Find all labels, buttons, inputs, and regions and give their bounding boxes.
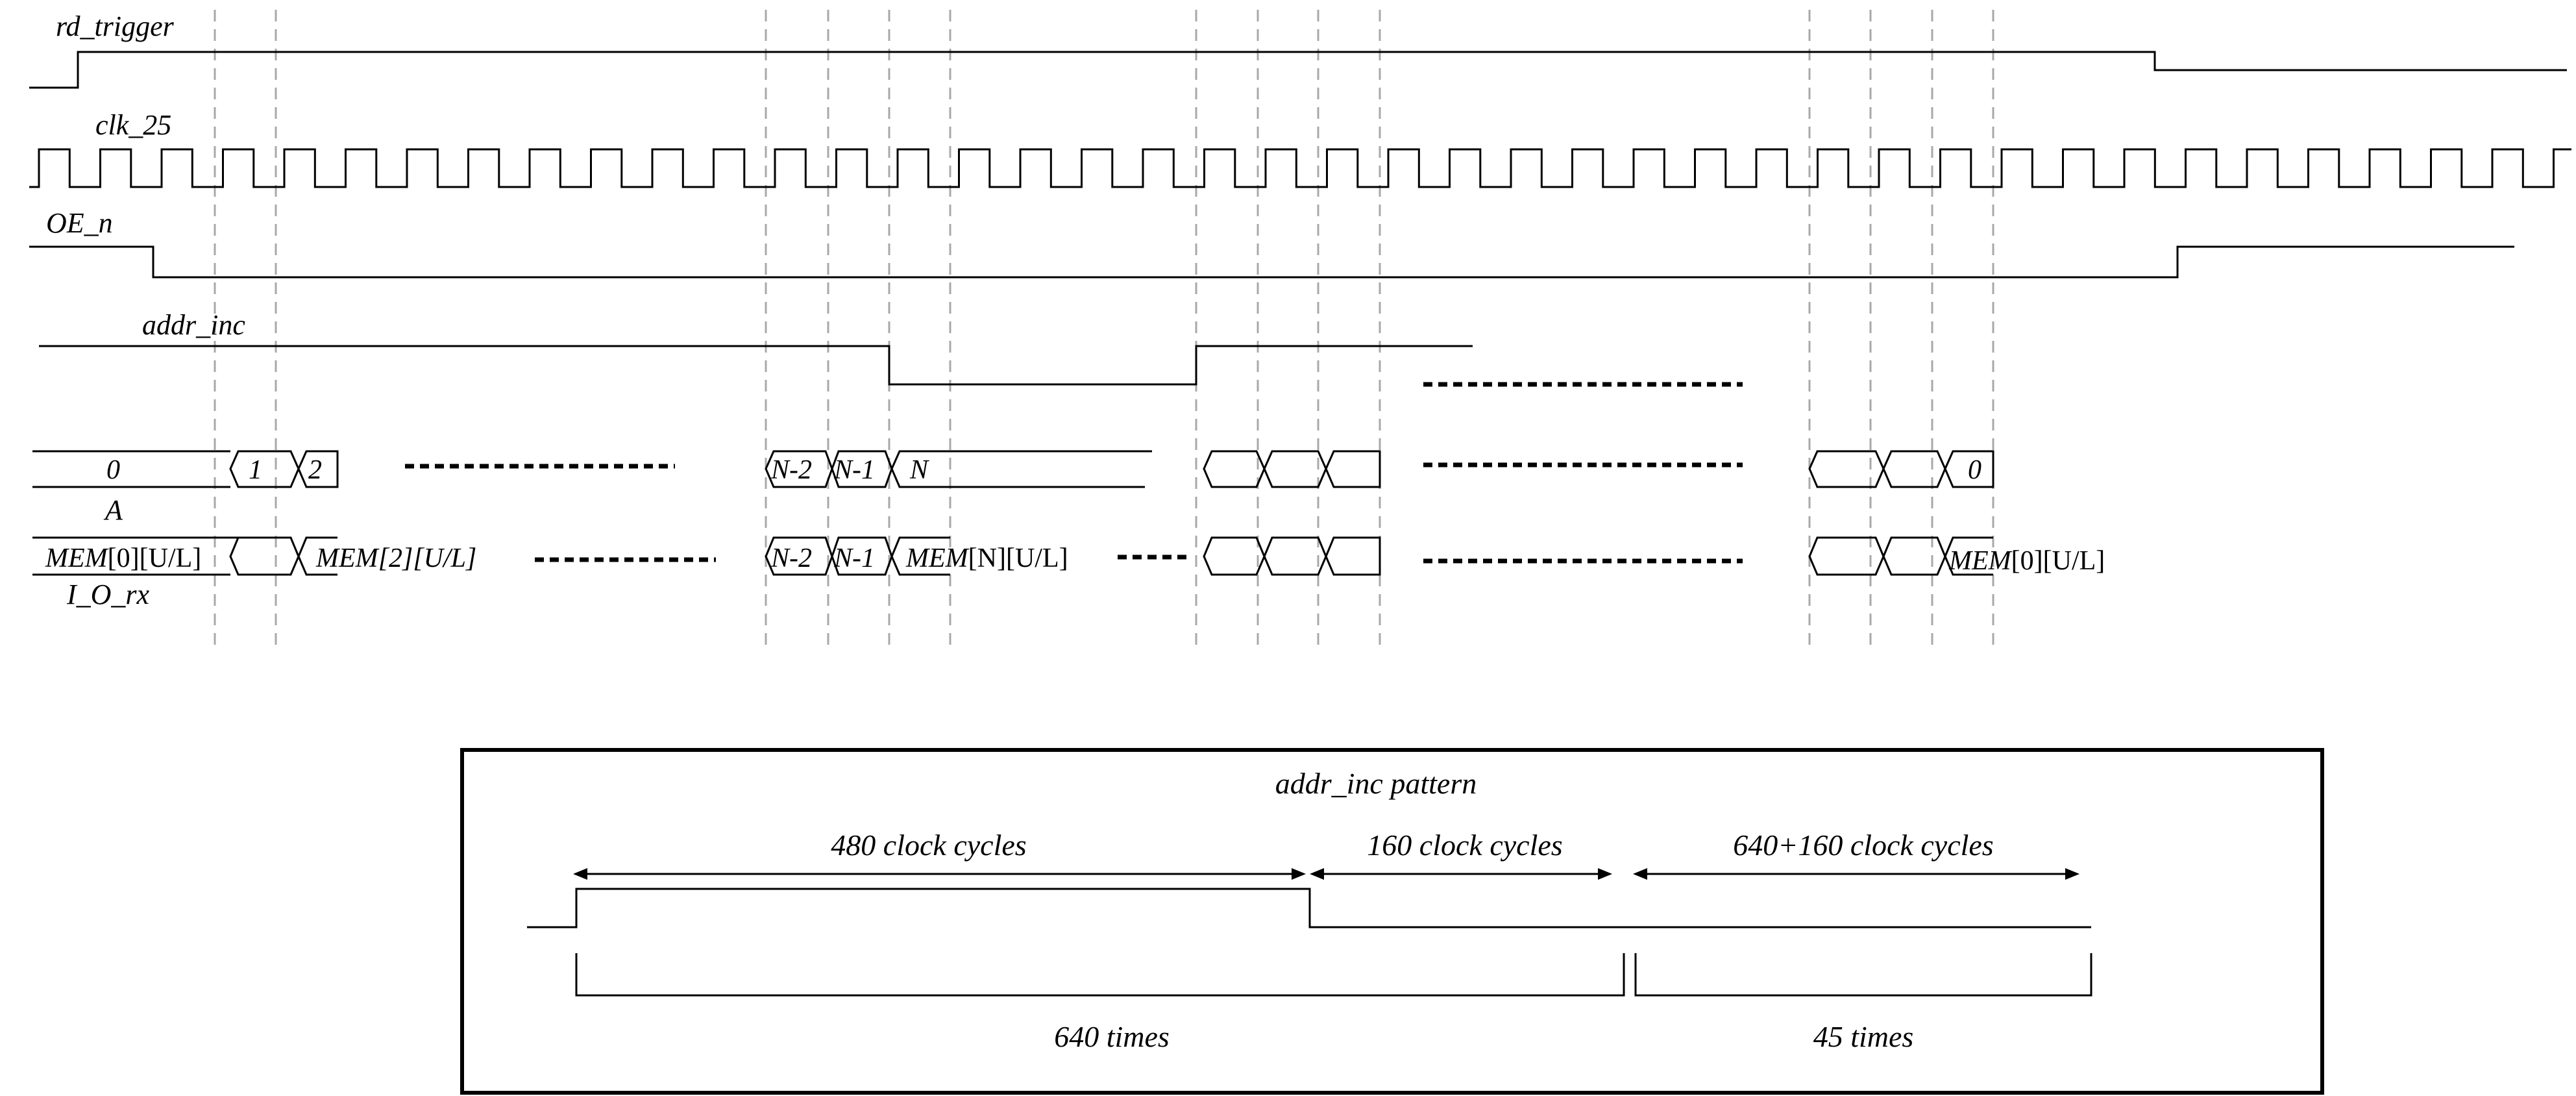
data-bus: MEM[0][U/L] MEM[2][U/L] N-2 N-1 MEM[N][U… xyxy=(32,536,2105,610)
bus-segment xyxy=(1263,450,1327,488)
repeat-bracket xyxy=(575,953,1625,997)
arrow-head xyxy=(573,868,587,880)
data-value: N-2 xyxy=(770,543,812,573)
span-label: 480 clock cycles xyxy=(831,828,1026,862)
repeat-label: 45 times xyxy=(1813,1020,1914,1053)
arrow-head xyxy=(2065,868,2079,880)
addr-inc-waveform xyxy=(39,345,1473,386)
bus-segment xyxy=(1263,536,1327,576)
addr-value: N xyxy=(909,455,929,485)
bus-segment xyxy=(1882,536,1946,576)
bus-segment xyxy=(1203,536,1266,576)
pattern-title: addr_inc pattern xyxy=(1275,767,1477,800)
bus-segment xyxy=(229,450,300,488)
bus-segment xyxy=(1944,450,1994,488)
addr-value: 0 xyxy=(106,455,120,485)
addr-value: N-2 xyxy=(770,455,812,485)
bus-segment xyxy=(1882,450,1946,488)
bus-segment xyxy=(1808,450,1885,488)
oe-n-waveform xyxy=(29,245,2514,279)
repeat-label: 640 times xyxy=(1054,1020,1170,1053)
data-value-mem-end: MEM[0][U/L] xyxy=(1948,546,2105,576)
io-rx-label: I_O_rx xyxy=(66,579,150,610)
addr-inc-label: addr_inc xyxy=(142,309,245,341)
arrow-head xyxy=(1633,868,1647,880)
data-value-memn: MEM[N][U/L] xyxy=(905,543,1068,573)
a-label: A xyxy=(103,494,123,526)
addr-value: N-1 xyxy=(833,455,875,485)
bus-segment xyxy=(1325,450,1381,488)
data-value-mem2: MEM[2][U/L] xyxy=(315,543,476,573)
bus-segment xyxy=(297,450,339,488)
span-label: 160 clock cycles xyxy=(1367,828,1562,862)
pattern-waveform xyxy=(527,888,2091,928)
clk-25-label: clk_25 xyxy=(95,109,171,141)
arrow-head xyxy=(1310,868,1324,880)
bus-segment xyxy=(1203,450,1266,488)
addr-value: 0 xyxy=(1968,455,1981,485)
arrow-head xyxy=(1292,868,1306,880)
rd-trigger-waveform xyxy=(29,51,2567,89)
addr-value: 2 xyxy=(308,455,322,485)
guide-lines xyxy=(214,10,1994,649)
address-bus: 0 1 2 N-2 N-1 N 0 A xyxy=(32,450,1994,526)
bus-segment xyxy=(1808,536,1885,576)
bus-segment xyxy=(229,536,300,576)
clk-25-waveform xyxy=(29,148,2571,188)
data-value: N-1 xyxy=(833,543,875,573)
repeat-bracket xyxy=(1634,953,2092,997)
bus-segment xyxy=(1325,536,1381,576)
data-value-mem0: MEM[0][U/L] xyxy=(45,543,201,573)
arrow-head xyxy=(1598,868,1612,880)
span-label: 640+160 clock cycles xyxy=(1733,828,1993,862)
addr-inc-pattern-box: addr_inc pattern 480 clock cycles 160 cl… xyxy=(460,748,2324,1095)
oe-n-label: OE_n xyxy=(46,207,113,239)
rd-trigger-label: rd_trigger xyxy=(56,10,175,42)
addr-value: 1 xyxy=(249,455,262,485)
